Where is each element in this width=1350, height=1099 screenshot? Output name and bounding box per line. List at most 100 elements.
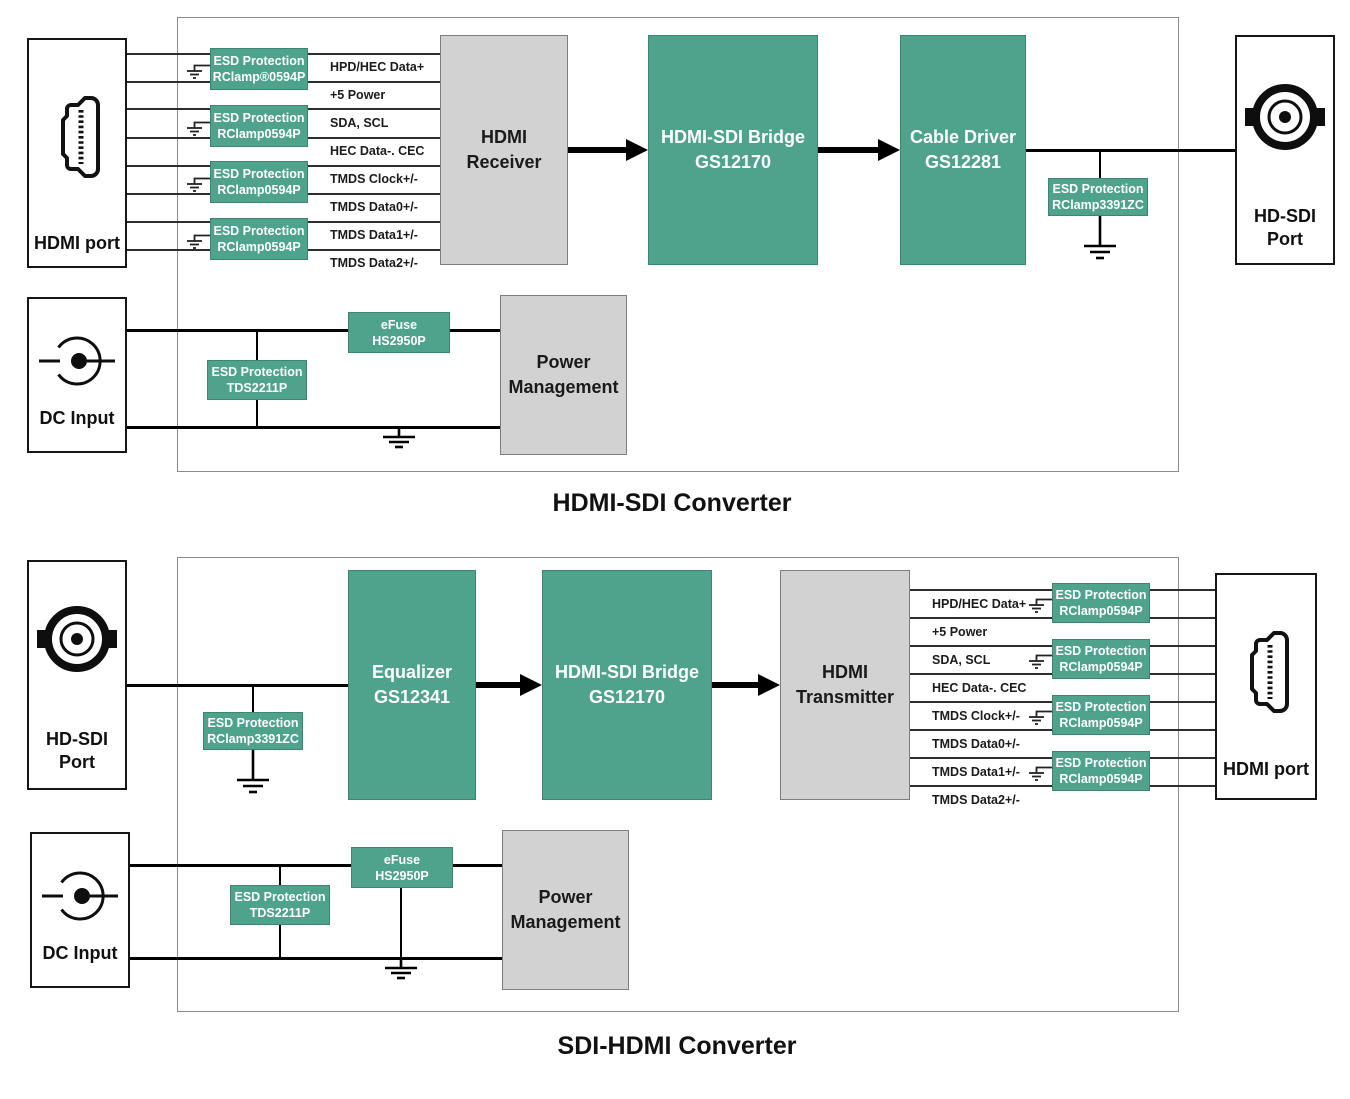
tds-line1: ESD Protection: [211, 365, 303, 379]
esd-block-rclamp0594p: ESD Protection RClamp0594P: [210, 105, 308, 147]
signal-label: HPD/HEC Data+: [330, 60, 425, 74]
hd-sdi-port-box: [27, 560, 127, 790]
esd-block-rclamp0594p: ESD Protection RClamp0594P: [1052, 583, 1150, 623]
signal-label: TMDS Data2+/-: [932, 793, 1020, 807]
ground-icon: [1028, 654, 1052, 669]
bridge-line1: HDMI-SDI Bridge: [555, 662, 699, 682]
signal-arrow: [568, 139, 648, 161]
equalizer-block: Equalizer GS12341: [348, 570, 476, 800]
signal-label: SDA, SCL: [932, 653, 991, 667]
equalizer-line2: GS12341: [373, 687, 451, 707]
hd-sdi-port-box: [1235, 35, 1335, 265]
esd-block-rclamp0594p: ESD Protection RClamp0594P: [210, 218, 308, 260]
hdmi-connector-icon: [54, 95, 102, 179]
signal-label: TMDS Data0+/-: [330, 200, 418, 214]
signal-arrow: [712, 674, 780, 696]
esd-line1: ESD Protection: [213, 111, 305, 125]
esd-block-rclamp0594p: ESD Protection RClamp0594P: [1052, 751, 1150, 791]
power-wire-bottom: [130, 956, 502, 960]
transmitter-line2: Transmitter: [795, 687, 895, 707]
ground-icon: [1028, 766, 1052, 781]
esd-line2: RClamp0594P: [217, 183, 301, 197]
hd-sdi-port-label: HD-SDI Port: [1237, 205, 1333, 251]
hdmi-sdi-bridge-block: HDMI-SDI Bridge GS12170: [542, 570, 712, 800]
esd-block-rclamp0594p: ESD Protection RClamp0594P: [1052, 639, 1150, 679]
sdi-hdmi-converter-frame: [177, 557, 1179, 1012]
hd-sdi-line2: Port: [1267, 229, 1303, 249]
signal-arrow: [818, 139, 900, 161]
esd-line2: RClamp0594P: [1059, 772, 1143, 786]
cable-driver-line1: Cable Driver: [909, 127, 1017, 147]
signal-arrow: [476, 674, 542, 696]
pm-line2: Management: [508, 377, 619, 397]
hd-sdi-port-label: HD-SDI Port: [29, 728, 125, 774]
signal-label: HPD/HEC Data+: [932, 597, 1027, 611]
efuse-gnd-wire: [399, 888, 403, 958]
ground-icon: [381, 428, 417, 449]
ground-icon: [1028, 710, 1052, 725]
signal-label: +5 Power: [330, 88, 386, 102]
hd-sdi-line2: Port: [59, 752, 95, 772]
esd-block-rclamp3391zc: ESD Protection RClamp3391ZC: [1048, 178, 1148, 216]
efuse-block: eFuse HS2950P: [351, 847, 453, 888]
esd-line2: RClamp0594P: [1059, 604, 1143, 618]
ground-icon: [383, 959, 419, 980]
wire-esd-branch: [1098, 150, 1102, 180]
signal-label: TMDS Data1+/-: [330, 228, 418, 242]
cable-driver-line2: GS12281: [924, 152, 1002, 172]
esd-line2: RClamp0594P: [1059, 660, 1143, 674]
esd-block-rclamp3391zc: ESD Protection RClamp3391ZC: [203, 712, 303, 750]
hdmi-sdi-bridge-block: HDMI-SDI Bridge GS12170: [648, 35, 818, 265]
ground-icon: [186, 177, 210, 192]
efuse-line1: eFuse: [383, 852, 421, 867]
esd-line1: ESD Protection: [213, 224, 305, 238]
esd-block-tds2211p: ESD Protection TDS2211P: [207, 360, 307, 400]
esd-line1: ESD Protection: [1055, 588, 1147, 602]
esd-line1: ESD Protection: [213, 167, 305, 181]
esd-block-rclamp0594p: ESD Protection RClamp®0594P: [210, 48, 308, 90]
ground-icon: [186, 121, 210, 136]
bottom-diagram-title: SDI-HDMI Converter: [557, 1032, 797, 1060]
wire-sdi-in: [127, 683, 348, 687]
bridge-line2: GS12170: [694, 152, 772, 172]
receiver-line1: HDMI: [481, 127, 527, 147]
ground-icon: [235, 750, 271, 794]
power-management-block: Power Management: [502, 830, 629, 990]
bnc-connector-icon: [36, 598, 118, 680]
ground-icon: [186, 234, 210, 249]
dc-jack-icon: [42, 871, 118, 921]
pm-line1: Power: [538, 887, 593, 907]
hd-sdi-line1: HD-SDI: [1254, 206, 1316, 226]
hd-sdi-line1: HD-SDI: [46, 729, 108, 749]
dc-input-label: DC Input: [39, 408, 115, 428]
wire-sdi-out: [1026, 148, 1235, 152]
power-wire-top: [127, 328, 500, 332]
bridge-line2: GS12170: [588, 687, 666, 707]
efuse-line1: eFuse: [380, 317, 418, 332]
dc-jack-icon: [39, 336, 115, 386]
esd-line2: RClamp0594P: [1059, 716, 1143, 730]
esd-block-tds2211p: ESD Protection TDS2211P: [230, 885, 330, 925]
cable-driver-block: Cable Driver GS12281: [900, 35, 1026, 265]
pm-line1: Power: [536, 352, 591, 372]
esd-line1: ESD Protection: [1052, 182, 1144, 196]
top-diagram-title: HDMI-SDI Converter: [552, 489, 792, 517]
signal-label: HEC Data-. CEC: [932, 681, 1027, 695]
tds-line2: TDS2211P: [226, 381, 288, 395]
hdmi-port-label: HDMI port: [34, 233, 120, 253]
signal-label: TMDS Data0+/-: [932, 737, 1020, 751]
power-management-block: Power Management: [500, 295, 627, 455]
ground-icon: [186, 64, 210, 79]
transmitter-line1: HDMI: [822, 662, 868, 682]
esd-line2: RClamp3391ZC: [1052, 198, 1144, 212]
ground-icon: [1028, 598, 1052, 613]
efuse-line2: HS2950P: [375, 868, 429, 883]
esd-line1: ESD Protection: [1055, 700, 1147, 714]
tds-line2: TDS2211P: [249, 906, 311, 920]
tds-line1: ESD Protection: [234, 890, 326, 904]
dc-input-label: DC Input: [42, 943, 118, 963]
esd-line1: ESD Protection: [1055, 644, 1147, 658]
bridge-line1: HDMI-SDI Bridge: [661, 127, 805, 147]
signal-label: SDA, SCL: [330, 116, 389, 130]
